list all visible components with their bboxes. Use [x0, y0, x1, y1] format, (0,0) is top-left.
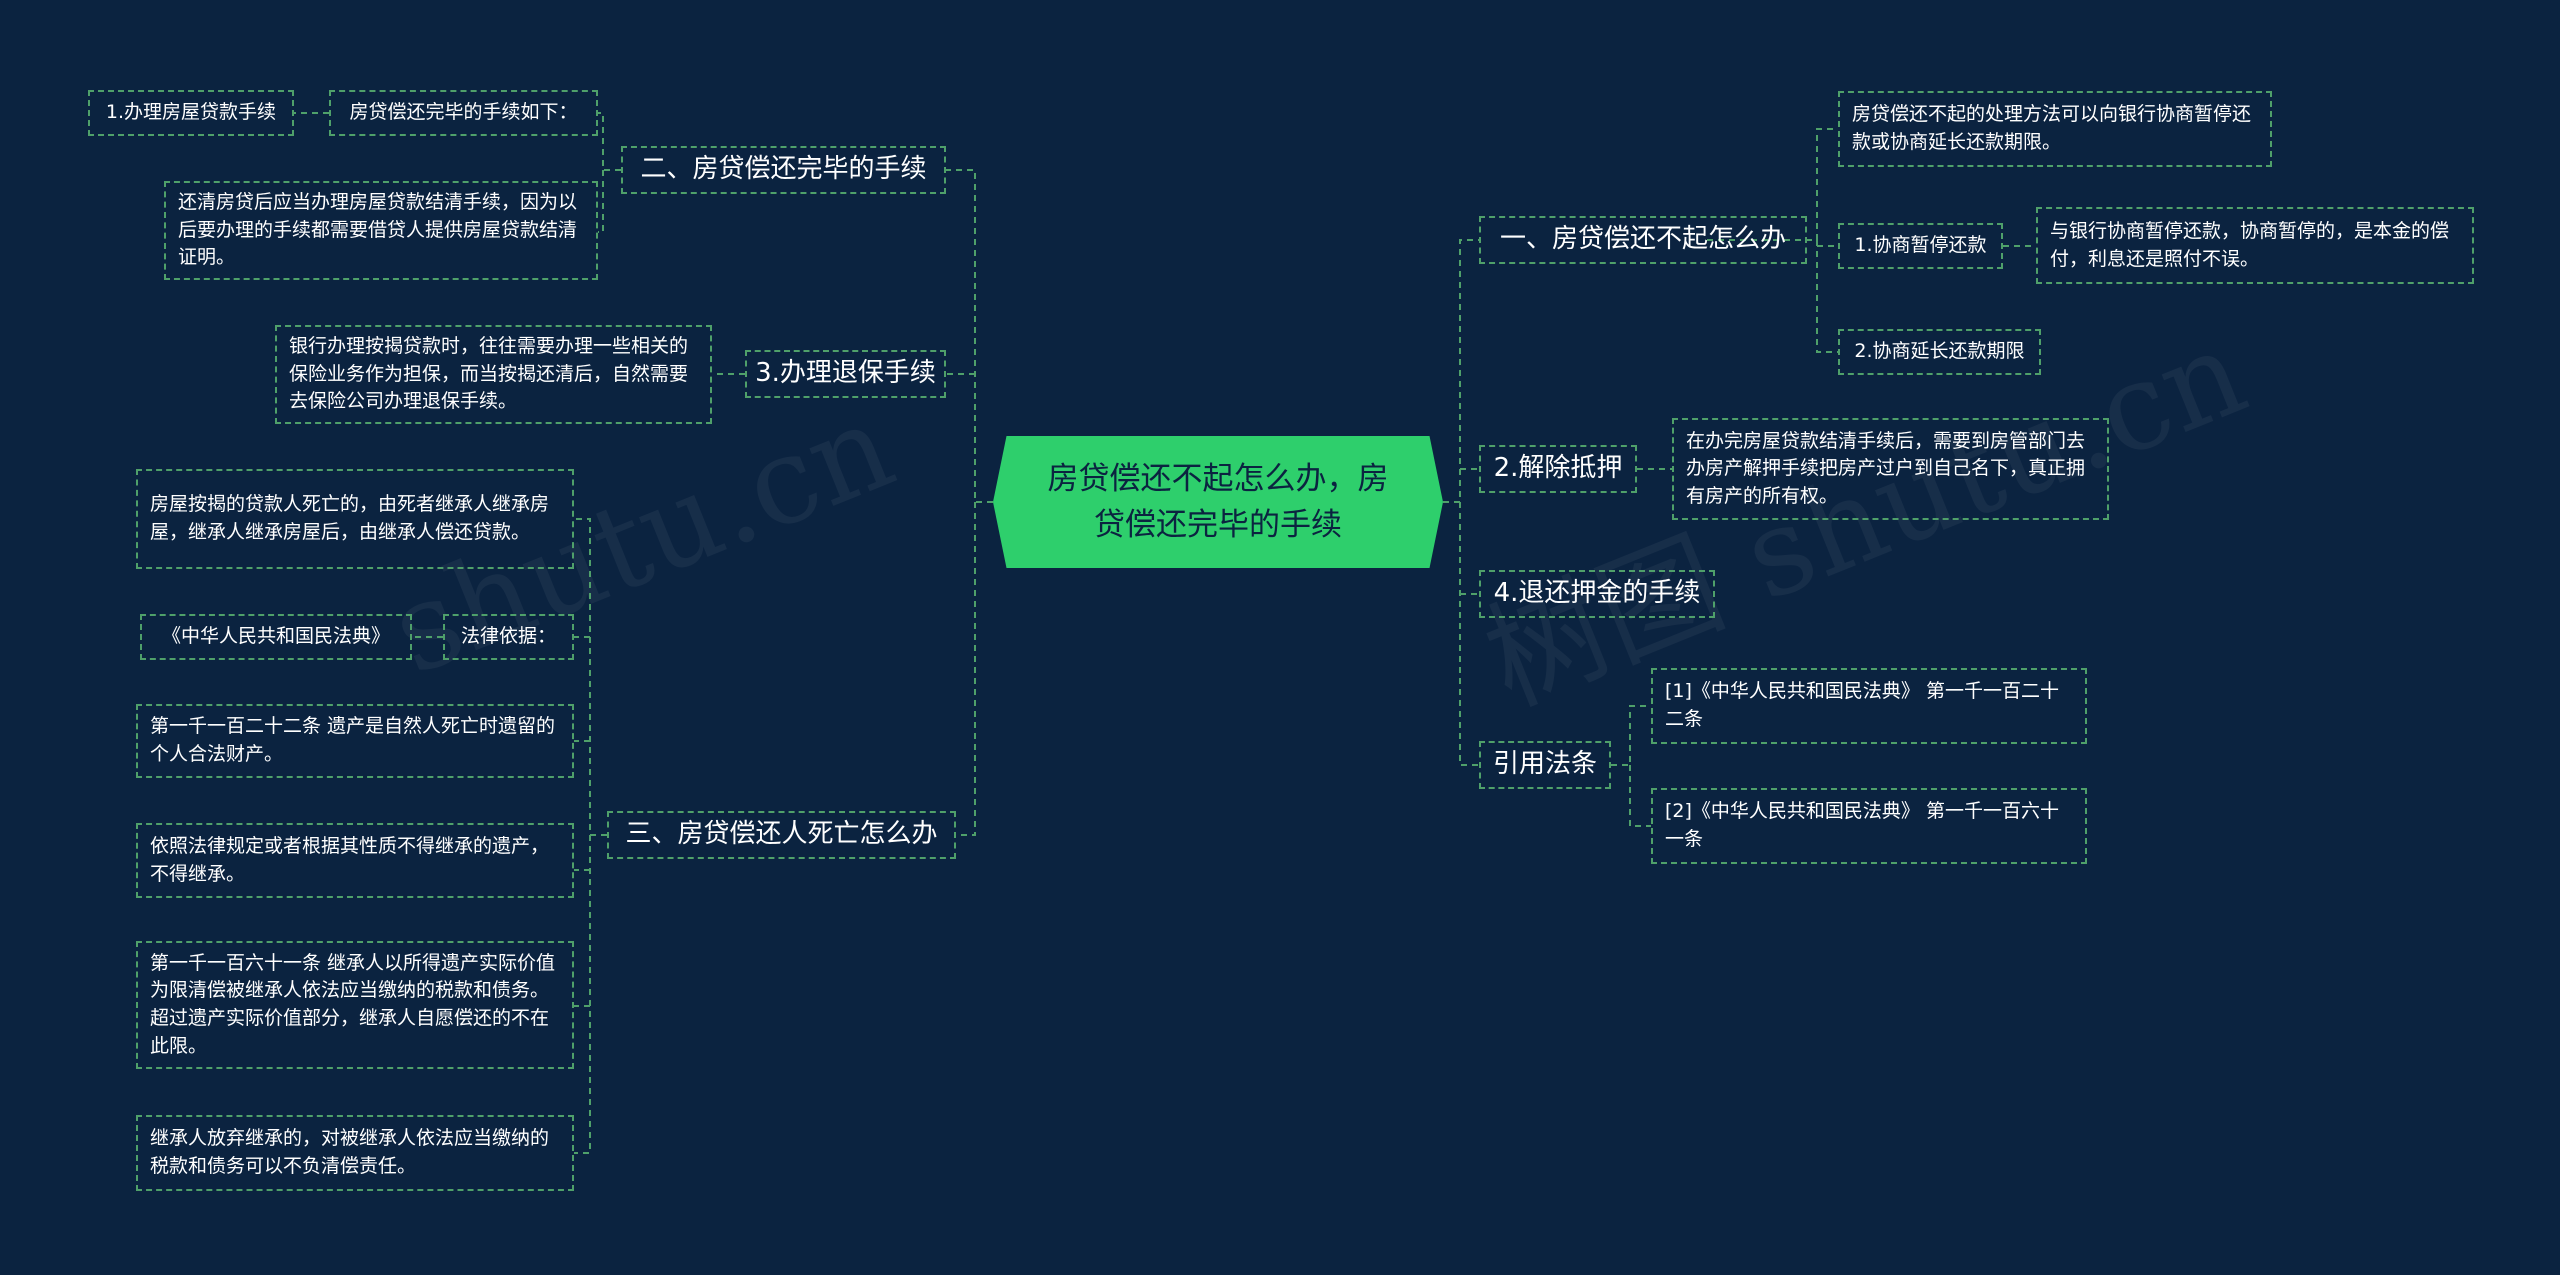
- branch-label: 4.退还押金的手续: [1493, 578, 1701, 609]
- node-extend-repayment-term[interactable]: 2.协商延长还款期限: [1838, 329, 2041, 375]
- node-label: 房贷偿还不起的处理方法可以向银行协商暂停还款或协商延长还款期限。: [1852, 103, 2252, 153]
- node-handle-loan-procedures[interactable]: 1.办理房屋贷款手续: [88, 90, 294, 136]
- node-legal-basis[interactable]: 法律依据：: [443, 614, 574, 660]
- node-label: 1.办理房屋贷款手续: [105, 101, 277, 124]
- branch-label: 三、房贷偿还人死亡怎么办: [625, 819, 938, 850]
- branch-label: 引用法条: [1493, 749, 1598, 780]
- node-suspend-repayment[interactable]: 1.协商暂停还款: [1838, 223, 2003, 269]
- node-insurance-surrender-detail[interactable]: 银行办理按揭贷款时，往往需要办理一些相关的保险业务作为担保，而当按揭还清后，自然…: [275, 325, 712, 424]
- node-label: 在办完房屋贷款结清手续后，需要到房管部门去办房产解押手续把房产过户到自己名下，真…: [1686, 429, 2086, 507]
- node-label: [1]《中华人民共和国民法典》 第一千一百二十二条: [1665, 680, 2059, 730]
- root-label: 房贷偿还不起怎么办，房贷偿还完毕的手续: [1047, 460, 1389, 544]
- root-node[interactable]: 房贷偿还不起怎么办，房贷偿还完毕的手续: [993, 436, 1443, 568]
- branch-cannot-repay[interactable]: 一、房贷偿还不起怎么办: [1479, 216, 1807, 264]
- branch-loan-repaid-procedures[interactable]: 二、房贷偿还完毕的手续: [621, 146, 946, 194]
- node-article-1161[interactable]: 第一千一百六十一条 继承人以所得遗产实际价值为限清偿被继承人依法应当缴纳的税款和…: [136, 941, 574, 1069]
- node-non-inheritable[interactable]: 依照法律规定或者根据其性质不得继承的遗产，不得继承。: [136, 823, 574, 898]
- node-label: 与银行协商暂停还款，协商暂停的，是本金的偿付，利息还是照付不误。: [2050, 219, 2450, 270]
- branch-label: 3.办理退保手续: [755, 358, 936, 389]
- node-reference-1[interactable]: [1]《中华人民共和国民法典》 第一千一百二十二条: [1651, 668, 2087, 744]
- branch-insurance-surrender[interactable]: 3.办理退保手续: [745, 350, 946, 398]
- node-label: 继承人放弃继承的，对被继承人依法应当缴纳的税款和债务可以不负清偿责任。: [150, 1127, 550, 1177]
- node-label: 房贷偿还完毕的手续如下：: [349, 101, 578, 124]
- node-label: 1.协商暂停还款: [1854, 234, 1987, 257]
- node-release-mortgage-detail[interactable]: 在办完房屋贷款结清手续后，需要到房管部门去办房产解押手续把房产过户到自己名下，真…: [1672, 418, 2109, 520]
- branch-cited-articles[interactable]: 引用法条: [1479, 741, 1611, 789]
- node-suspend-repayment-detail[interactable]: 与银行协商暂停还款，协商暂停的，是本金的偿付，利息还是照付不误。: [2036, 207, 2474, 284]
- branch-borrower-death[interactable]: 三、房贷偿还人死亡怎么办: [607, 811, 956, 859]
- node-label: 第一千一百六十一条 继承人以所得遗产实际价值为限清偿被继承人依法应当缴纳的税款和…: [150, 951, 556, 1057]
- node-civil-code[interactable]: 《中华人民共和国民法典》: [140, 614, 412, 660]
- node-loan-clearance-certificate[interactable]: 还清房贷后应当办理房屋贷款结清手续，因为以后要办理的手续都需要借贷人提供房屋贷款…: [164, 181, 598, 280]
- node-reference-2[interactable]: [2]《中华人民共和国民法典》 第一千一百六十一条: [1651, 788, 2087, 864]
- branch-refund-deposit[interactable]: 4.退还押金的手续: [1479, 570, 1715, 618]
- node-label: 2.协商延长还款期限: [1854, 340, 2025, 363]
- node-label: 依照法律规定或者根据其性质不得继承的遗产，不得继承。: [150, 834, 550, 885]
- node-label: [2]《中华人民共和国民法典》 第一千一百六十一条: [1665, 800, 2059, 850]
- branch-label: 一、房贷偿还不起怎么办: [1499, 224, 1786, 255]
- branch-label: 二、房贷偿还完毕的手续: [640, 154, 927, 185]
- node-heir-repays-loan[interactable]: 房屋按揭的贷款人死亡的，由死者继承人继承房屋，继承人继承房屋后，由继承人偿还贷款…: [136, 469, 574, 569]
- node-procedures-as-follows[interactable]: 房贷偿还完毕的手续如下：: [329, 90, 598, 136]
- node-article-1122[interactable]: 第一千一百二十二条 遗产是自然人死亡时遗留的个人合法财产。: [136, 704, 574, 778]
- node-label: 第一千一百二十二条 遗产是自然人死亡时遗留的个人合法财产。: [150, 715, 556, 765]
- node-label: 银行办理按揭贷款时，往往需要办理一些相关的保险业务作为担保，而当按揭还清后，自然…: [289, 335, 689, 413]
- node-label: 还清房贷后应当办理房屋贷款结清手续，因为以后要办理的手续都需要借贷人提供房屋贷款…: [178, 191, 578, 269]
- node-label: 法律依据：: [460, 625, 556, 648]
- node-label: 房屋按揭的贷款人死亡的，由死者继承人继承房屋，继承人继承房屋后，由继承人偿还贷款…: [150, 493, 550, 543]
- branch-label: 2.解除抵押: [1493, 453, 1623, 484]
- node-label: 《中华人民共和国民法典》: [161, 625, 390, 648]
- branch-release-mortgage[interactable]: 2.解除抵押: [1479, 445, 1637, 493]
- node-negotiate-with-bank[interactable]: 房贷偿还不起的处理方法可以向银行协商暂停还款或协商延长还款期限。: [1838, 91, 2272, 167]
- node-renounce-inheritance[interactable]: 继承人放弃继承的，对被继承人依法应当缴纳的税款和债务可以不负清偿责任。: [136, 1115, 574, 1191]
